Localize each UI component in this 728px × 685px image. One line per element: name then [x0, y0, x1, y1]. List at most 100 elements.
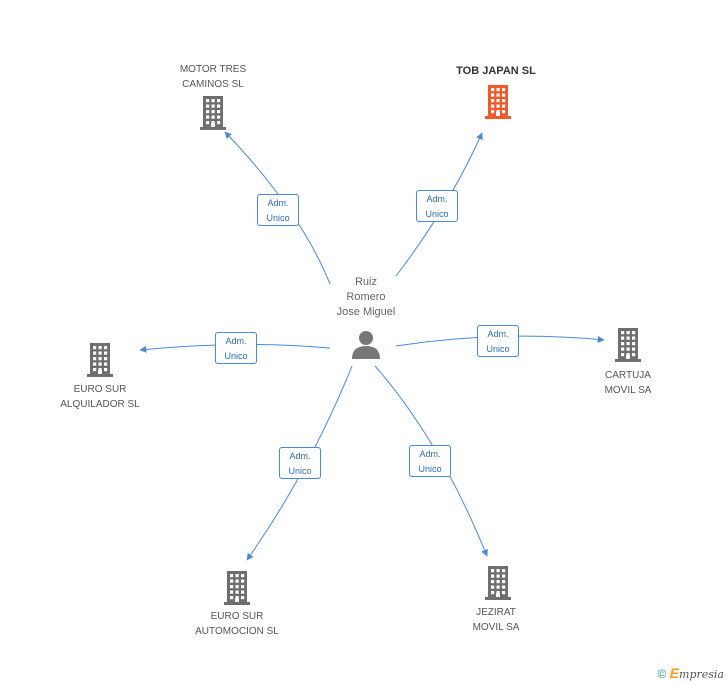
person-head	[359, 331, 373, 345]
building-window	[241, 579, 245, 583]
building-window	[496, 580, 500, 584]
brand-initial: E	[669, 665, 680, 681]
building-icon	[87, 343, 113, 377]
building-window	[621, 353, 625, 357]
building-window	[496, 110, 500, 114]
relation-badge: Adm.Unico	[477, 325, 519, 357]
building-window	[502, 574, 506, 578]
company-label-line: CARTUJA	[605, 370, 651, 381]
building-window	[211, 115, 215, 119]
person-name-line: Ruiz	[354, 276, 378, 288]
company-label-line: EURO SUR	[73, 384, 127, 395]
relation-badge: Adm.Unico	[416, 190, 458, 222]
building-window	[217, 104, 221, 108]
building-window	[93, 346, 97, 350]
building-window	[502, 110, 506, 114]
building-window	[626, 331, 630, 335]
building-window	[241, 596, 245, 600]
building-icon	[224, 571, 250, 605]
brand-name: mpresia	[679, 668, 724, 681]
building-window	[104, 362, 108, 366]
relation-badge: Adm.Unico	[215, 332, 257, 364]
building-window	[230, 590, 234, 594]
building-door	[211, 123, 215, 127]
relation-line: Unico	[224, 351, 248, 361]
building-base	[87, 374, 113, 377]
building-window	[632, 347, 636, 351]
building-window	[235, 596, 239, 600]
building-icon	[485, 566, 511, 600]
building-base	[485, 116, 511, 119]
building-window	[491, 574, 495, 578]
building-window	[98, 351, 102, 355]
building-window	[241, 590, 245, 594]
building-window	[626, 347, 630, 351]
building-window	[632, 331, 636, 335]
building-window	[491, 104, 495, 108]
building-window	[502, 88, 506, 92]
building-window	[502, 104, 506, 108]
building-window	[491, 585, 495, 589]
building-icon	[200, 96, 226, 130]
company-label-line: TOB JAPAN SL	[456, 65, 536, 77]
company-label-tob-japan[interactable]: TOB JAPAN SL	[456, 64, 536, 79]
company-label-line: ALQUILADOR SL	[60, 399, 140, 410]
building-window	[491, 99, 495, 103]
company-label-line: MOVIL SA	[472, 622, 520, 633]
building-window	[621, 331, 625, 335]
building-window	[104, 368, 108, 372]
relation-badge: Adm.Unico	[409, 445, 451, 477]
building-window	[93, 368, 97, 372]
building-window	[496, 88, 500, 92]
building-window	[621, 347, 625, 351]
company-label-line: CAMINOS SL	[182, 79, 244, 90]
building-window	[98, 362, 102, 366]
building-base	[200, 127, 226, 130]
company-label-jezirat-movil[interactable]: JEZIRAT MOVIL SA	[473, 605, 520, 635]
building-base	[615, 359, 641, 362]
building-window	[206, 110, 210, 114]
company-label-line: MOTOR TRES	[179, 64, 247, 75]
building-door	[626, 355, 630, 359]
building-window	[502, 569, 506, 573]
building-window	[206, 104, 210, 108]
person-name-line: Jose Miguel	[336, 306, 396, 318]
building-window	[502, 580, 506, 584]
building-window	[93, 357, 97, 361]
building-window	[230, 596, 234, 600]
building-window	[496, 574, 500, 578]
building-window	[502, 591, 506, 595]
building-window	[98, 346, 102, 350]
copyright-symbol: ©	[657, 667, 667, 681]
building-window	[241, 574, 245, 578]
building-window	[235, 590, 239, 594]
relation-line: Unico	[418, 464, 442, 474]
company-label-line: JEZIRAT	[476, 607, 516, 618]
building-window	[98, 357, 102, 361]
relation-line: Unico	[486, 344, 510, 354]
building-window	[93, 351, 97, 355]
building-door	[496, 112, 500, 116]
building-base	[485, 597, 511, 600]
building-window	[496, 585, 500, 589]
company-label-euro-sur-alquilador[interactable]: EURO SUR ALQUILADOR SL	[60, 382, 139, 412]
relation-badge: Adm.Unico	[279, 447, 321, 479]
building-window	[496, 93, 500, 97]
building-window	[491, 591, 495, 595]
building-window	[211, 104, 215, 108]
building-door	[235, 598, 239, 602]
building-window	[230, 574, 234, 578]
building-window	[632, 353, 636, 357]
relation-line: Adm.	[289, 451, 311, 461]
building-base	[224, 602, 250, 605]
building-window	[217, 121, 221, 125]
company-label-motor-tres-caminos[interactable]: MOTOR TRES CAMINOS SL	[180, 62, 246, 92]
building-window	[217, 110, 221, 114]
building-window	[230, 585, 234, 589]
building-window	[98, 368, 102, 372]
building-window	[502, 93, 506, 97]
